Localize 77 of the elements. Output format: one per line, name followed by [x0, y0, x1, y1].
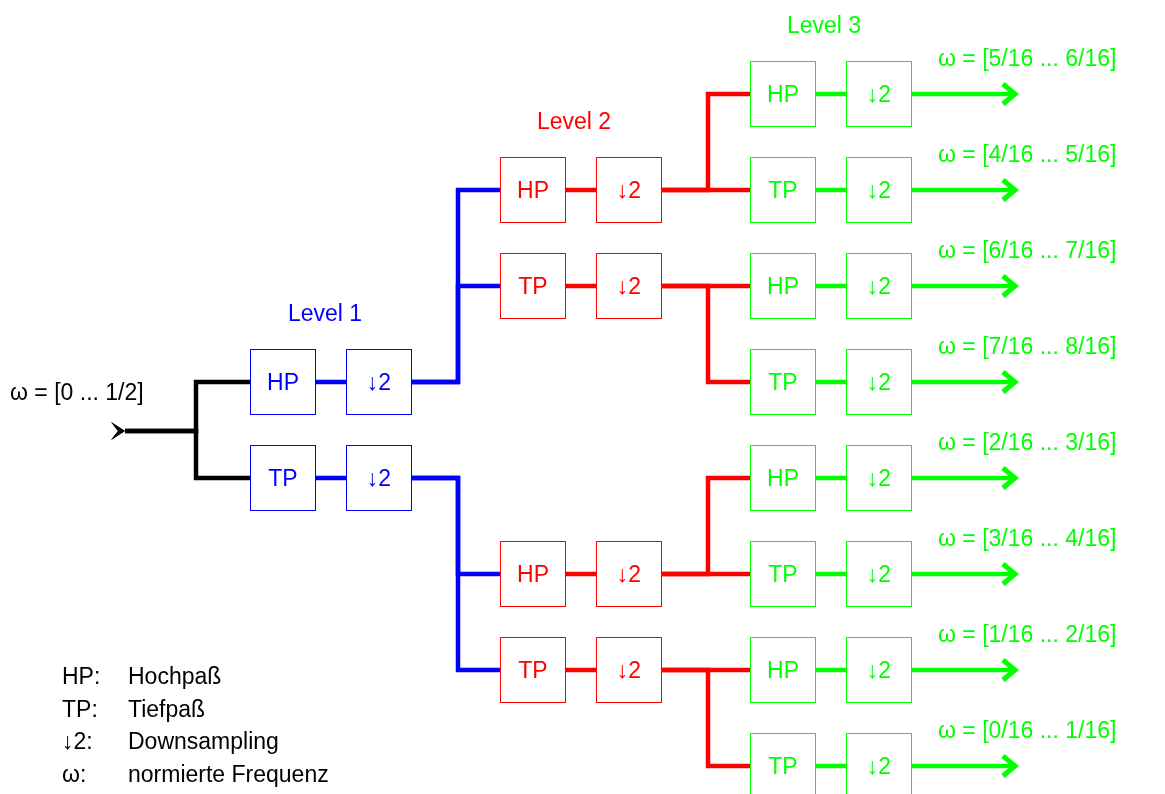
downsampling-box: ↓2: [846, 733, 912, 794]
connector: [412, 475, 500, 673]
connector: [662, 667, 750, 769]
downsampling-box: ↓2: [846, 157, 912, 223]
filter-box: HP: [250, 349, 316, 415]
connector: [816, 763, 846, 769]
frequency-range: ω = [6/16 ... 7/16]: [938, 237, 1117, 263]
downsampling-box: ↓2: [846, 349, 912, 415]
connector: [816, 475, 846, 481]
frequency-range: ω = [1/16 ... 2/16]: [938, 621, 1117, 647]
connector: [816, 187, 846, 193]
connector: [316, 379, 346, 385]
connector: [412, 283, 500, 385]
downsampling-box: ↓2: [596, 637, 662, 703]
downsampling-box: ↓2: [596, 157, 662, 223]
filter-box: TP: [500, 637, 566, 703]
legend-description: Downsampling: [128, 728, 279, 754]
connector: [566, 283, 596, 289]
level-heading: Level 3: [787, 12, 862, 38]
level-heading: Level 1: [288, 300, 363, 326]
connector: [566, 667, 596, 673]
filter-box: HP: [750, 637, 816, 703]
filter-box: TP: [250, 445, 316, 511]
legend-key: ω:: [62, 761, 87, 787]
filter-box: TP: [750, 733, 816, 794]
frequency-range: ω = [0/16 ... 1/16]: [938, 717, 1117, 743]
output-arrow: [912, 657, 1018, 683]
output-arrow: [912, 369, 1018, 395]
connector: [816, 571, 846, 577]
downsampling-box: ↓2: [346, 349, 412, 415]
connector: [662, 571, 750, 577]
output-arrow: [912, 561, 1018, 587]
connector: [662, 187, 750, 193]
connector: [316, 475, 346, 481]
downsampling-box: ↓2: [346, 445, 412, 511]
connector: [816, 283, 846, 289]
frequency-range: ω = [7/16 ... 8/16]: [938, 333, 1117, 359]
legend-description: Tiefpaß: [128, 696, 206, 722]
filter-box: HP: [750, 253, 816, 319]
frequency-range: ω = [4/16 ... 5/16]: [938, 141, 1117, 167]
downsampling-box: ↓2: [596, 253, 662, 319]
legend-key: ↓2:: [62, 728, 93, 754]
output-arrow: [912, 273, 1018, 299]
downsampling-box: ↓2: [846, 253, 912, 319]
filter-box: TP: [500, 253, 566, 319]
output-arrow: [912, 753, 1018, 779]
connector: [662, 283, 750, 385]
connector: [816, 667, 846, 673]
level-heading: Level 2: [537, 108, 612, 134]
frequency-range: ω = [5/16 ... 6/16]: [938, 45, 1117, 71]
output-arrow: [912, 177, 1018, 203]
frequency-range: ω = [3/16 ... 4/16]: [938, 525, 1117, 551]
legend-description: Hochpaß: [128, 663, 222, 689]
filter-box: TP: [750, 349, 816, 415]
downsampling-box: ↓2: [846, 541, 912, 607]
filter-box: TP: [750, 157, 816, 223]
downsampling-box: ↓2: [846, 445, 912, 511]
filter-box: HP: [750, 445, 816, 511]
input-frequency-range: ω = [0 ... 1/2]: [10, 379, 144, 405]
filter-box: HP: [500, 541, 566, 607]
input-arrow: [111, 422, 250, 481]
connector: [816, 379, 846, 385]
filter-box: HP: [500, 157, 566, 223]
connector: [816, 91, 846, 97]
legend-description: normierte Frequenz: [128, 761, 329, 787]
connector: [566, 187, 596, 193]
legend-key: HP:: [62, 663, 101, 689]
downsampling-box: ↓2: [846, 637, 912, 703]
output-arrow: [912, 81, 1018, 107]
filter-box: TP: [750, 541, 816, 607]
legend-key: TP:: [62, 696, 98, 722]
downsampling-box: ↓2: [846, 61, 912, 127]
frequency-range: ω = [2/16 ... 3/16]: [938, 429, 1117, 455]
output-arrow: [912, 465, 1018, 491]
filter-box: HP: [750, 61, 816, 127]
connector: [566, 571, 596, 577]
downsampling-box: ↓2: [596, 541, 662, 607]
